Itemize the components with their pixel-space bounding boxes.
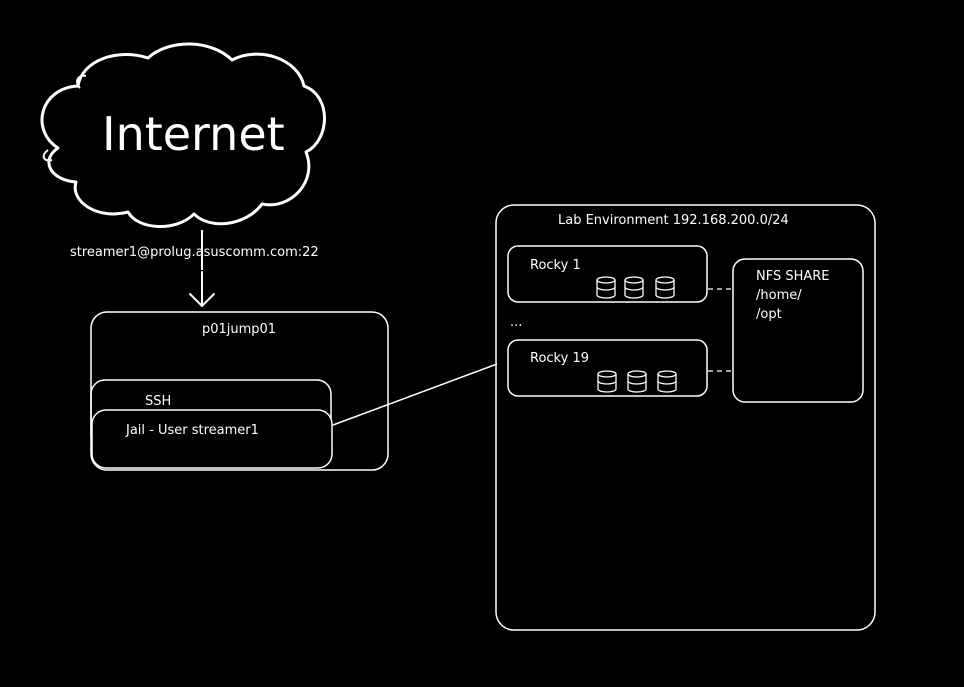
lab-frame (495, 204, 876, 631)
ssh-label: SSH (145, 394, 171, 409)
cloud-inner-curl (76, 74, 87, 89)
nfs-box (732, 258, 864, 403)
database-icon (627, 370, 647, 393)
cloud-label: Internet (102, 107, 285, 161)
database-icon (624, 276, 644, 299)
lab-title: Lab Environment 192.168.200.0/24 (558, 213, 789, 228)
jumpbox-title: p01jump01 (202, 322, 276, 337)
node-box (507, 245, 708, 303)
internet-connection: streamer1@prolug.asuscomm.com:22 (70, 230, 319, 308)
nfs-path: /home/ (756, 288, 802, 303)
cloud-inner-curl-2 (42, 149, 53, 162)
database-icon (657, 370, 677, 393)
nfs-path: /opt (756, 307, 782, 322)
cloud-outline (40, 42, 326, 228)
connection-label: streamer1@prolug.asuscomm.com:22 (70, 245, 319, 260)
internet-cloud: Internet (40, 42, 326, 228)
lab-environment: Lab Environment 192.168.200.0/24 Rocky 1… (495, 204, 876, 631)
node-rocky-19: Rocky 19 (507, 339, 708, 397)
node-rocky-1: Rocky 1 (507, 245, 708, 303)
node-label: Rocky 1 (530, 258, 581, 273)
database-icon (597, 370, 617, 393)
jumpbox: p01jump01 SSH Jail - User streamer1 (90, 311, 389, 471)
database-icon (655, 276, 675, 299)
node-label: Rocky 19 (530, 351, 589, 366)
nfs-title: NFS SHARE (756, 269, 830, 284)
database-icon (596, 276, 616, 299)
jail-box (91, 409, 333, 469)
node-box (507, 339, 708, 397)
jail-label: Jail - User streamer1 (125, 423, 259, 438)
nodes-ellipsis: ... (510, 315, 522, 330)
jail-to-lab-link (332, 363, 498, 426)
nfs-share: NFS SHARE /home/ /opt (732, 258, 864, 403)
arrow-down-icon (189, 271, 215, 308)
